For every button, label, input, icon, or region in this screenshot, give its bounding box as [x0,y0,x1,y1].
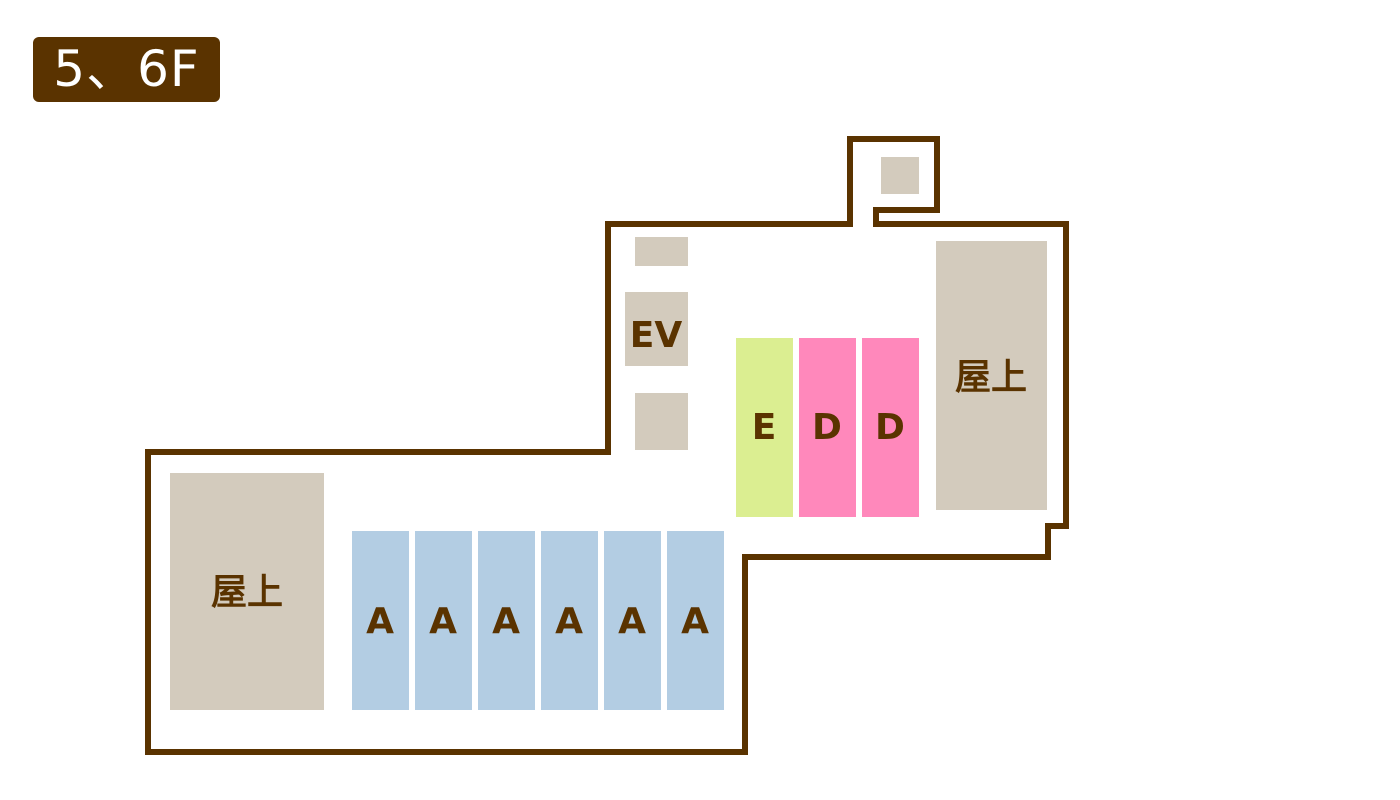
room-A6[interactable] [667,531,724,710]
room-A6-label: A [681,601,709,642]
elevator-label: EV [630,315,683,356]
room-E[interactable] [736,338,793,517]
room-A5-label: A [618,601,646,642]
room-A4[interactable] [541,531,598,710]
rooftop-left [170,473,324,710]
room-A5[interactable] [604,531,661,710]
elevator-block [625,292,688,366]
room-D2-label: D [875,407,905,448]
room-A3[interactable] [478,531,535,710]
room-A3-label: A [492,601,520,642]
room-E-label: E [752,407,777,448]
room-A4-label: A [555,601,583,642]
room-D2[interactable] [862,338,919,517]
rooftop-right [936,241,1047,510]
room-A1-label: A [366,601,394,642]
room-D1[interactable] [799,338,856,517]
room-A1[interactable] [352,531,409,710]
room-A2-label: A [429,601,457,642]
rooftop-right-label: 屋上 [955,357,1027,398]
room-A2[interactable] [415,531,472,710]
floor-label-badge: 5、6F [33,37,220,102]
room-D1-label: D [812,407,842,448]
rooftop-left-label: 屋上 [211,572,283,613]
shaft-block [881,157,919,194]
utility-block-bottom [635,393,688,450]
utility-block-top [635,237,688,266]
